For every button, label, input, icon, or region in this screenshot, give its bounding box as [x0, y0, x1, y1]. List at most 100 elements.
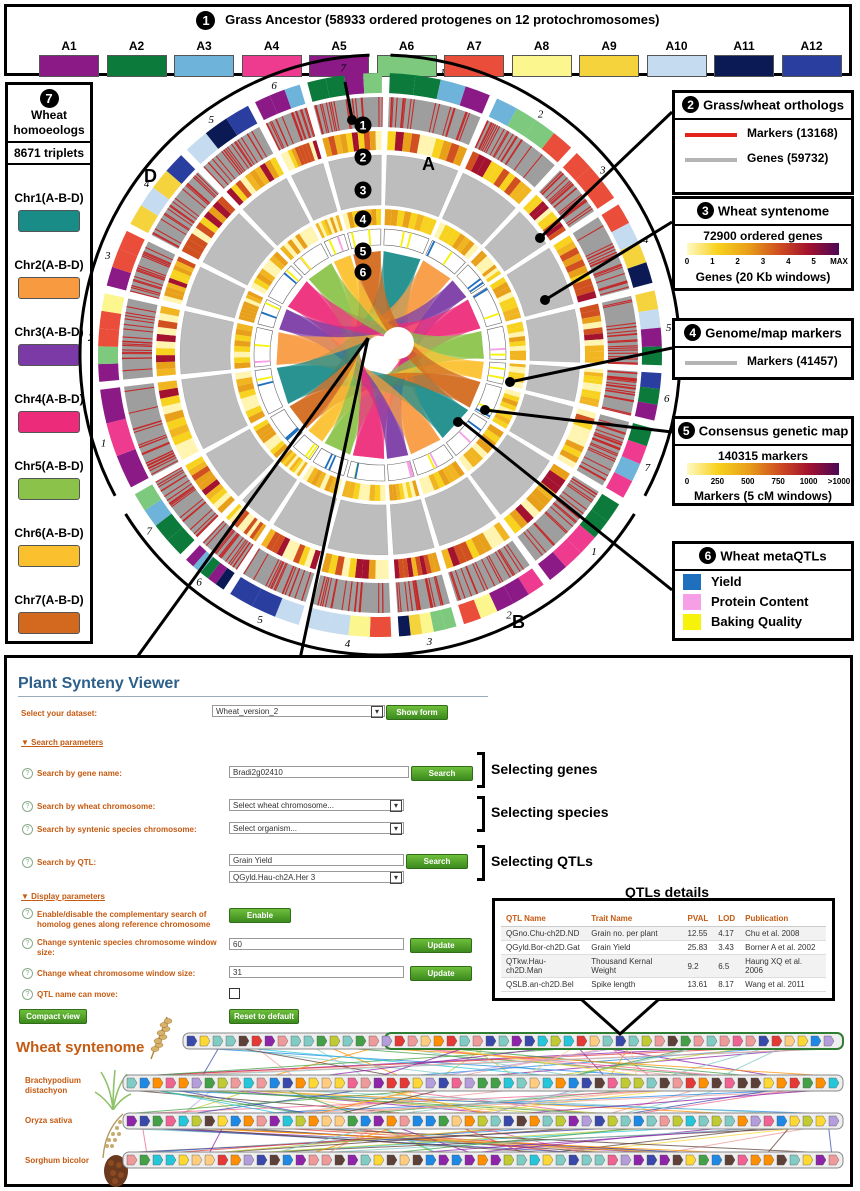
gene-block [789, 1077, 801, 1089]
syntenome-cell [266, 531, 281, 551]
qtl-search-button[interactable]: Search [406, 854, 468, 869]
gene-block [672, 1115, 684, 1127]
consensus-cell [299, 230, 312, 247]
ortholog-marker [592, 437, 621, 450]
show-form-button[interactable]: Show form [386, 705, 448, 720]
syntenic-window-input[interactable]: 60 [229, 938, 404, 950]
ortholog-marker [593, 434, 622, 446]
ortholog-marker [169, 204, 195, 223]
qtl-mark [489, 366, 506, 371]
enable-button[interactable]: Enable [229, 908, 291, 923]
ortholog-marker [606, 383, 636, 389]
qtl-column-header: Publication [740, 911, 826, 927]
gene-block [724, 1154, 736, 1166]
synteny-link [341, 1090, 437, 1114]
ortholog-marker [319, 576, 328, 607]
ancestral-block [436, 79, 466, 106]
help-icon[interactable]: ? [22, 989, 33, 1000]
syntenome-cell [514, 185, 532, 205]
syntenome-cell [515, 504, 534, 524]
gene-block [516, 1154, 528, 1166]
ancestral-block [552, 538, 581, 567]
chromosome-number: 5 [666, 322, 672, 334]
leader-line [133, 337, 370, 660]
ortholog-marker [138, 434, 167, 446]
dataset-select[interactable]: Wheat_version_2 [212, 705, 385, 718]
wheat-window-input[interactable]: 31 [229, 966, 404, 978]
syntenic-organism-select[interactable]: Select organism... [229, 822, 404, 835]
search-parameters-toggle[interactable]: ▼ Search parameters [21, 738, 104, 747]
synteny-link [225, 1128, 566, 1153]
track-badge [354, 210, 372, 228]
wheat-chromosome-select[interactable]: Select wheat chromosome... [229, 799, 404, 812]
synteny-link [575, 1048, 688, 1076]
consensus-subtitle: 140315 markers [717, 449, 809, 463]
synteny-link [671, 1048, 762, 1076]
help-icon[interactable]: ? [22, 857, 33, 868]
qtl-mark [406, 232, 412, 249]
genome-map-track [202, 212, 275, 286]
qtl-mark [324, 453, 333, 469]
help-icon[interactable]: ? [22, 768, 33, 779]
chromosome-number: 6 [664, 393, 670, 405]
ortholog-marker [136, 270, 165, 281]
gene-block [256, 1115, 268, 1127]
gene-block [204, 1077, 216, 1089]
gene-block [386, 1115, 398, 1127]
homoeolog-chr-label: Chr1(A-B-D) [14, 191, 84, 205]
ortholog-marker [330, 578, 338, 609]
gene-block [464, 1154, 476, 1166]
ortholog-marker [168, 485, 194, 504]
syntenome-cell [158, 387, 179, 399]
ortholog-marker [143, 251, 172, 265]
qtl-input[interactable]: Grain Yield [229, 854, 404, 866]
ortholog-marker [607, 371, 638, 375]
ortholog-marker [558, 193, 583, 214]
ancestral-block [363, 73, 382, 94]
genome-map-track [390, 499, 435, 555]
qtl-select[interactable]: QGyld.Hau-ch2A.Her 3 [229, 871, 404, 884]
consensus-cell [239, 311, 256, 320]
ortholog-marker [235, 140, 253, 167]
help-icon[interactable]: ? [22, 801, 33, 812]
ortholog-marker [607, 362, 638, 365]
reset-default-button[interactable]: Reset to default [229, 1009, 299, 1024]
syntenic-window-update-button[interactable]: Update [410, 938, 472, 953]
ancestral-block [524, 120, 555, 149]
consensus-cell [306, 467, 319, 484]
help-icon[interactable]: ? [22, 824, 33, 835]
protochromosome-swatch [511, 55, 572, 77]
help-icon[interactable]: ? [22, 968, 33, 979]
help-icon[interactable]: ? [22, 938, 33, 949]
genome-map-line-swatch [685, 361, 737, 365]
syntenome-cell [348, 557, 358, 578]
display-parameters-toggle[interactable]: ▼ Display parameters [21, 892, 105, 901]
syntenome-cell [445, 142, 460, 164]
ortholog-marker [232, 542, 251, 568]
consensus-cell [237, 382, 255, 393]
ortholog-marker [152, 232, 180, 248]
gene-search-button[interactable]: Search [411, 766, 473, 781]
consensus-cell [443, 227, 456, 244]
gene-name-input[interactable]: Bradi2g02410 [229, 766, 409, 778]
ortholog-marker [414, 580, 421, 610]
syntenome-cell [284, 150, 296, 170]
ortholog-marker [124, 318, 155, 324]
ortholog-marker [166, 483, 193, 502]
syntenome-cell [157, 380, 178, 391]
compact-view-button[interactable]: Compact view [19, 1009, 87, 1024]
help-icon[interactable]: ? [22, 908, 33, 919]
ortholog-marker [605, 389, 636, 396]
syntenome-cell [199, 216, 219, 234]
qtl-move-checkbox[interactable] [229, 988, 240, 999]
ortholog-marker [330, 101, 338, 132]
wheat-window-update-button[interactable]: Update [410, 966, 472, 981]
consensus-cell [494, 413, 511, 425]
ortholog-marker [604, 395, 634, 402]
